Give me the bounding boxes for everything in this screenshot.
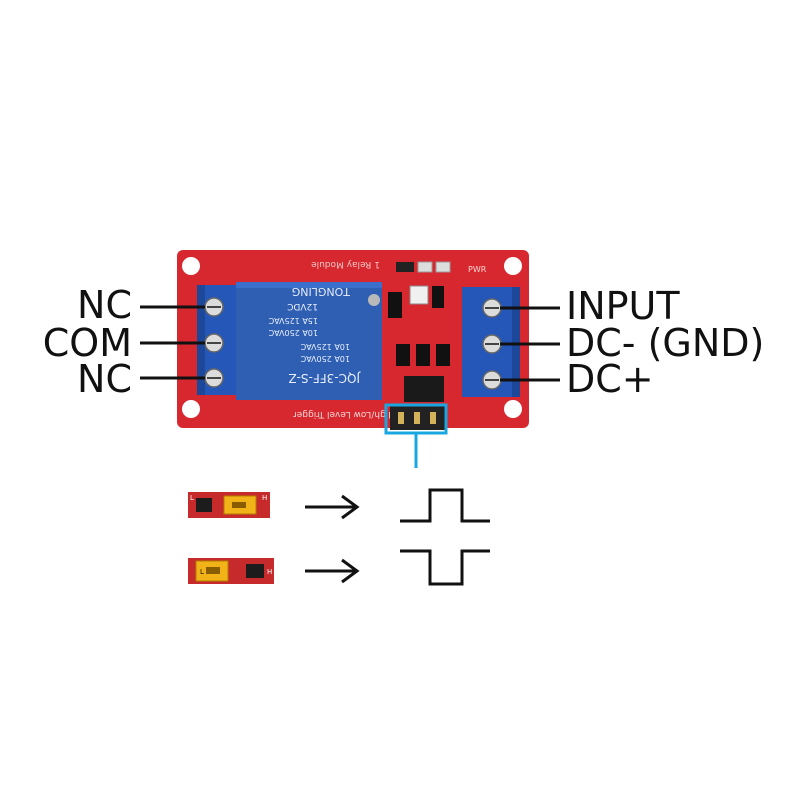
- mounting-hole: [182, 400, 200, 418]
- silk-top: 1 Relay Module: [311, 259, 380, 269]
- left-terminal-block: [197, 285, 241, 395]
- svg-text:15A 125VAC: 15A 125VAC: [268, 316, 318, 325]
- svg-text:TONGLING: TONGLING: [292, 285, 351, 298]
- jumper-low-label-h: H: [267, 568, 272, 576]
- label-dc-gnd: DC- (GND): [566, 321, 765, 365]
- svg-text:10A 250VAC: 10A 250VAC: [268, 328, 318, 337]
- label-dc-plus: DC+: [566, 357, 654, 401]
- svg-text:12VDC: 12VDC: [287, 301, 318, 311]
- arrow-icon: [305, 494, 360, 520]
- silk-bottom: High/Low Level Trigger: [293, 409, 395, 419]
- smd-components: [368, 261, 451, 402]
- mounting-hole: [504, 257, 522, 275]
- jumper-high-label-l: L: [190, 494, 194, 502]
- jumper-high-label-h: H: [262, 494, 267, 502]
- svg-text:10A 250VAC: 10A 250VAC: [300, 354, 350, 363]
- low-pulse-waveform: [400, 549, 490, 586]
- silk-pwr: PWR: [468, 265, 487, 274]
- label-com: COM: [42, 321, 132, 365]
- label-nc-bottom: NC: [77, 357, 132, 401]
- jumper-low-photo: [188, 558, 274, 584]
- jumper-high-photo: [188, 492, 270, 518]
- label-nc-top: NC: [77, 283, 132, 327]
- arrow-icon: [305, 558, 360, 584]
- high-pulse-waveform: [400, 488, 490, 523]
- mounting-hole: [182, 257, 200, 275]
- relay: JQC-3FF-S-Z 10A 250VAC 10A 125VAC 10A 25…: [236, 282, 382, 400]
- jumper-low-label-l: L: [200, 568, 204, 576]
- mounting-hole: [504, 400, 522, 418]
- jumper-header: [390, 406, 446, 430]
- svg-text:10A 125VAC: 10A 125VAC: [300, 342, 350, 351]
- relay-model: JQC-3FF-S-Z: [288, 371, 361, 385]
- label-input: INPUT: [566, 284, 680, 328]
